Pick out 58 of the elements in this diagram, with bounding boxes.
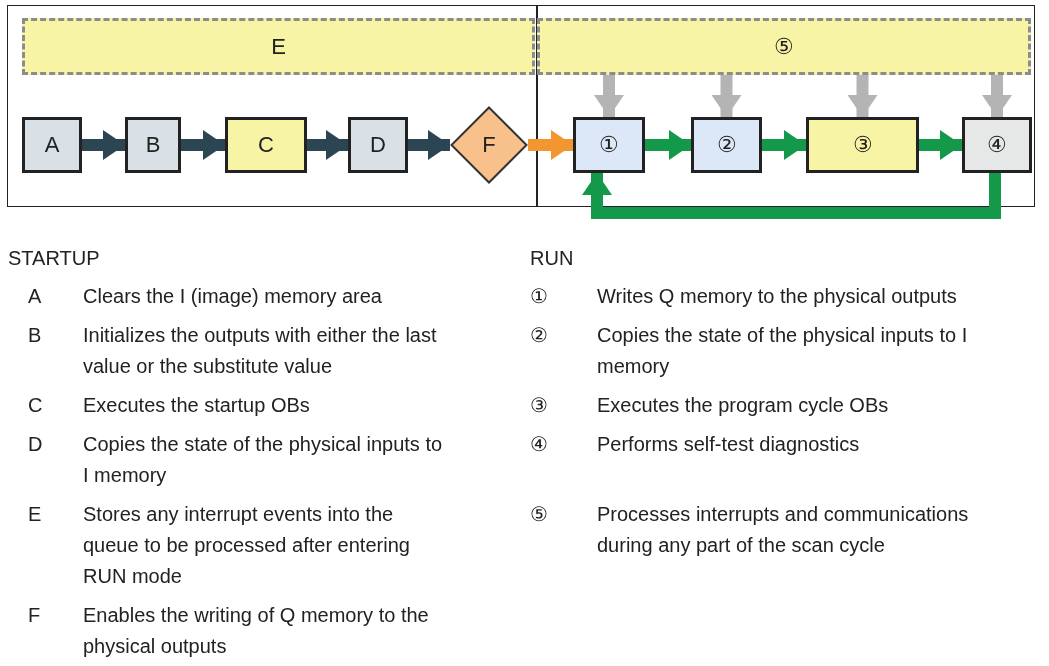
node-label: B <box>145 132 161 158</box>
node-label: ② <box>716 132 737 158</box>
arrow <box>181 130 225 160</box>
section-heading: STARTUP <box>8 246 101 271</box>
item-letter: A <box>28 284 43 309</box>
description-text: Writes Q memory to the physical outputs <box>597 284 958 309</box>
process-box <box>691 117 762 173</box>
description-text: Processes interrupts and communications during any part of the scan cycle <box>597 502 970 558</box>
description-text: Copies the state of the physical inputs to I memory <box>83 432 444 488</box>
item-number: ② <box>530 323 549 348</box>
item-number: ③ <box>530 393 549 418</box>
description-text: Performs self-test diagnostics <box>597 432 861 457</box>
item-letter: F <box>28 603 42 628</box>
arrow <box>762 130 806 160</box>
description-text: Clears the I (image) memory area <box>83 284 383 309</box>
dashed-band <box>537 18 1031 75</box>
arrow <box>847 75 878 117</box>
node-label: ⑤ <box>774 33 794 60</box>
arrow <box>528 130 573 160</box>
node-label: ① <box>599 132 619 158</box>
arrow <box>594 75 624 117</box>
process-box <box>225 117 307 173</box>
description-text: Copies the state of the physical inputs to I memory <box>597 323 969 379</box>
item-letter: E <box>28 502 43 527</box>
item-letter: C <box>28 393 44 418</box>
description-text: Enables the writing of Q memory to the physical outputs <box>83 603 430 659</box>
arrow <box>408 130 450 160</box>
arrow <box>919 130 962 160</box>
node-label: F <box>482 132 496 158</box>
arrow <box>82 130 125 160</box>
description-text: Executes the program cycle OBs <box>597 393 890 418</box>
item-letter: B <box>28 323 43 348</box>
node-label: D <box>370 132 386 158</box>
arrow <box>711 75 742 117</box>
decision-diamond <box>450 106 528 184</box>
node-label: A <box>44 132 60 158</box>
process-box <box>573 117 645 173</box>
description-text: Executes the startup OBs <box>83 393 311 418</box>
arrow <box>982 75 1012 117</box>
arrow <box>645 130 691 160</box>
description-text: Stores any interrupt events into the queue to be processed after entering RUN mode <box>83 502 411 589</box>
section-heading: RUN <box>530 246 575 271</box>
node-label: ④ <box>987 132 1007 158</box>
arrow <box>307 130 348 160</box>
description-text: Initializes the outputs with either the last value or the substitute value <box>83 323 438 379</box>
process-box <box>806 117 919 173</box>
item-number: ① <box>530 284 549 309</box>
node-label: ③ <box>852 132 873 158</box>
node-label: C <box>258 132 274 158</box>
process-box <box>22 117 82 173</box>
process-box <box>125 117 181 173</box>
item-number: ④ <box>530 432 549 457</box>
process-box <box>962 117 1032 173</box>
item-letter: D <box>28 432 44 457</box>
item-number: ⑤ <box>530 502 549 527</box>
node-label: E <box>271 33 286 60</box>
dashed-band <box>22 18 535 75</box>
process-box <box>348 117 408 173</box>
